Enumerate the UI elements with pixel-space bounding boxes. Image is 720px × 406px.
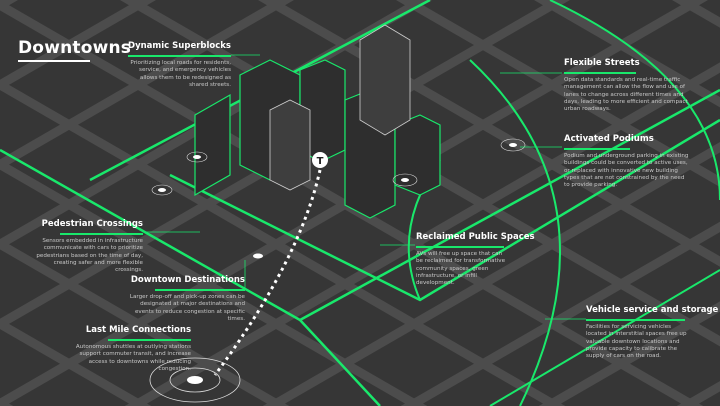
callout-heading: Pedestrian Crossings <box>41 219 143 229</box>
callout-body: Larger drop-off and pick-up zones can be… <box>129 294 245 322</box>
shuttle-station <box>187 376 203 384</box>
accent-bar <box>128 55 231 57</box>
transit-route <box>213 169 322 376</box>
intersection-sensors <box>158 143 517 259</box>
callout-body: Facilities for servicing vehicles locate… <box>586 324 687 360</box>
callout-heading: Reclaimed Public Spaces <box>416 232 535 242</box>
callout-body: Sensors embedded in infrastructure commu… <box>36 238 143 274</box>
callout-body: Open data standards and real-time traffi… <box>564 77 688 113</box>
callout-body: AVs will free up space that can be recla… <box>416 251 506 287</box>
accent-bar <box>416 246 504 248</box>
callout-body: Autonomous shuttles at outlying stations… <box>75 344 191 372</box>
callout-heading: Vehicle service and storage <box>586 305 719 315</box>
accent-bar <box>586 319 685 321</box>
callout-heading: Dynamic Superblocks <box>128 41 231 51</box>
callout-last-mile-connections: Last Mile Connections Autonomous shuttle… <box>60 325 191 373</box>
callout-heading: Activated Podiums <box>564 134 654 144</box>
accent-bar <box>564 72 636 74</box>
callout-heading: Last Mile Connections <box>85 325 191 335</box>
transit-label: T <box>317 156 324 167</box>
shuttle-station-rings <box>149 357 241 403</box>
callout-pedestrian-crossings: Pedestrian Crossings Sensors embedded in… <box>26 219 143 274</box>
callout-body: Prioritizing local roads for residents, … <box>130 60 231 88</box>
accent-bar <box>108 339 191 341</box>
callout-vehicle-service-storage: Vehicle service and storage Facilities f… <box>586 305 719 360</box>
callout-activated-podiums: Activated Podiums Podium and underground… <box>564 134 690 189</box>
leader-lines <box>143 54 586 320</box>
callout-reclaimed-public-spaces: Reclaimed Public Spaces AVs will free up… <box>416 232 535 287</box>
callout-body: Podium and underground parking in existi… <box>564 153 689 189</box>
callout-downtown-destinations: Downtown Destinations Larger drop-off an… <box>125 275 245 323</box>
page-title: Downtowns <box>18 38 132 58</box>
accent-bar <box>60 233 143 235</box>
accent-bar <box>155 289 245 291</box>
callout-dynamic-superblocks: Dynamic Superblocks Prioritizing local r… <box>128 41 231 89</box>
title-underline <box>18 60 90 62</box>
callout-heading: Flexible Streets <box>564 58 640 68</box>
transit-station-icon: T <box>312 152 328 168</box>
background-towers <box>269 24 411 191</box>
accent-bar <box>564 148 630 150</box>
callout-flexible-streets: Flexible Streets Open data standards and… <box>564 58 692 113</box>
callout-heading: Downtown Destinations <box>130 275 245 285</box>
